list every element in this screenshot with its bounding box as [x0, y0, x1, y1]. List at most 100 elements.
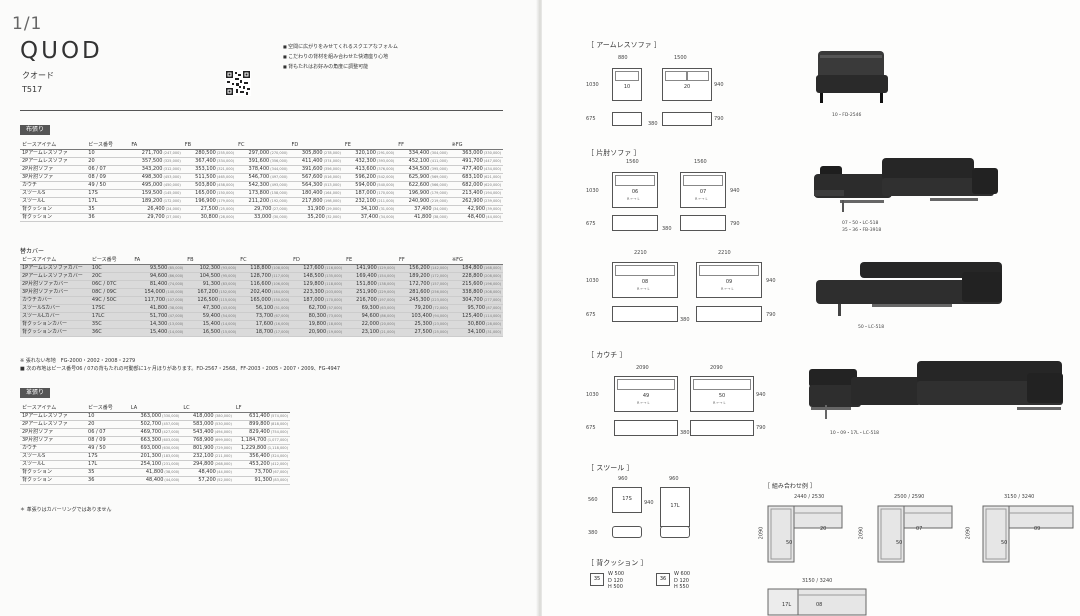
one-arm-3p-width-2: 2210 [718, 250, 731, 256]
price-incl-tax: 297,000 [248, 150, 270, 156]
price-excl-tax: (168,000) [483, 266, 501, 270]
price-incl-tax: 180,400 [301, 190, 323, 196]
price-cell: 232,100(211,000) [181, 452, 234, 461]
price-cell: 320,100(291,000) [342, 149, 397, 158]
column-header: ピースアイテム [20, 403, 87, 413]
price-excl-tax: (211,000) [214, 454, 232, 458]
price-incl-tax: 271,700 [141, 150, 163, 156]
price-cell: 682,000(620,000) [449, 181, 503, 190]
price-incl-tax: 30,800 [467, 321, 486, 327]
price-cell: 180,400(164,000) [289, 189, 343, 198]
dim-line: D 120 [674, 577, 689, 584]
price-excl-tax: (67,000) [273, 470, 288, 474]
price-incl-tax: 829,400 [249, 429, 270, 435]
price-incl-tax: 165,000 [250, 297, 271, 303]
piece-item-cell: 2Pアームレスソファ [20, 420, 87, 429]
price-excl-tax: (38,000) [168, 306, 184, 310]
price-cell: 59,400(54,000) [185, 312, 239, 321]
price-excl-tax: (63,000) [380, 306, 396, 310]
column-header: LA [128, 403, 182, 413]
column-header: FF [396, 140, 450, 150]
couch-width-2: 2090 [710, 365, 723, 371]
piece-item-cell: カウチ [20, 444, 87, 453]
price-incl-tax: 768,900 [192, 437, 214, 443]
price-cell: 19,800(18,000) [291, 320, 345, 329]
price-cell: 411,400(374,000) [289, 157, 343, 166]
price-excl-tax: (277,000) [483, 298, 501, 302]
couch-photo-caption: 10・09・17L・LC-518 [830, 431, 880, 436]
couch-50-plan: 50 R ←→ L [690, 376, 754, 412]
price-cell: 196,900(179,000) [182, 197, 237, 206]
price-incl-tax: 41,800 [414, 214, 432, 220]
price-cell: 172,700(157,000) [397, 280, 450, 289]
price-cell: 189,200(172,000) [129, 197, 183, 206]
price-excl-tax: (308,000) [483, 290, 501, 294]
price-incl-tax: 418,000 [192, 413, 214, 419]
price-excl-tax: (94,000) [433, 314, 448, 318]
qr-code-icon[interactable] [225, 70, 251, 96]
column-header: FA [129, 140, 183, 150]
price-cell: 334,400(304,000) [396, 149, 450, 158]
couch-seat-depth: 380 [680, 430, 690, 436]
price-excl-tax: (95,000) [221, 274, 237, 278]
column-header: ピースアイテム [20, 255, 90, 265]
price-excl-tax: (223,000) [430, 298, 448, 302]
leather-section-tag: 革張り [20, 388, 51, 398]
price-cell: 30,800(28,000) [182, 213, 237, 222]
price-incl-tax: 304,700 [462, 297, 483, 303]
price-incl-tax: 215,600 [462, 281, 483, 287]
piece-number-cell: 17S [86, 189, 130, 198]
price-excl-tax: (138,000) [377, 282, 396, 286]
price-cell: 469,700(427,000) [128, 428, 182, 437]
price-cell: 622,600(566,000) [396, 181, 450, 190]
couch-back-height: 790 [756, 425, 766, 431]
price-incl-tax: 27,500 [414, 329, 433, 335]
price-incl-tax: 196,900 [195, 198, 216, 204]
price-excl-tax: (25,000) [433, 330, 448, 334]
price-cell: 126,500(115,000) [185, 296, 239, 305]
column-header: LC [181, 403, 234, 413]
price-incl-tax: 127,600 [303, 265, 324, 271]
price-excl-tax: (304,000) [430, 151, 448, 155]
price-excl-tax: (603,000) [162, 438, 180, 442]
back-cushion-title: ［ 背クッション ］ [587, 559, 648, 567]
price-excl-tax: (574,000) [270, 414, 288, 418]
price-incl-tax: 159,500 [141, 190, 163, 196]
price-excl-tax: (30,000) [272, 215, 288, 219]
price-incl-tax: 434,500 [408, 166, 430, 172]
price-excl-tax: (330,000) [483, 151, 501, 155]
column-header: FC [236, 140, 290, 150]
price-excl-tax: (16,000) [274, 322, 290, 326]
price-cell: 104,500(95,000) [185, 272, 239, 281]
stool-17l-plan: 17L [660, 487, 690, 527]
one-arm-width-2: 1560 [694, 159, 707, 165]
stool-17s-plan: 17S [612, 487, 642, 513]
combo-c-width: 3150 / 3240 [1004, 494, 1035, 500]
price-incl-tax: 33,000 [253, 214, 272, 220]
price-incl-tax: 378,400 [248, 166, 270, 172]
price-cell: 189,200(172,000) [397, 272, 450, 281]
price-excl-tax: (754,000) [270, 430, 288, 434]
combo-d-piece-1: 17L [782, 602, 792, 608]
price-incl-tax: 48,400 [198, 469, 216, 475]
combo-a-piece-2: 20 [820, 526, 827, 532]
price-excl-tax: (380,000) [214, 414, 232, 418]
piece-item-cell: スツールLカバー [20, 312, 90, 321]
price-cell: 477,400(434,000) [449, 165, 503, 174]
piece-item-cell: 3P片肘ソファ [20, 436, 87, 445]
price-incl-tax: 223,300 [303, 289, 324, 295]
price-cell: 583,000(530,000) [181, 420, 234, 429]
price-cell: 281,600(256,000) [397, 288, 450, 297]
piece-number-cell: 06C / 07C [89, 280, 133, 289]
price-cell: 29,700(27,000) [236, 205, 290, 214]
price-excl-tax: (255,000) [216, 151, 235, 155]
price-excl-tax: (540,000) [376, 183, 395, 187]
price-incl-tax: 294,800 [192, 461, 214, 467]
price-excl-tax: (1,077,000) [267, 438, 288, 442]
stool-17s-elevation [612, 526, 642, 538]
